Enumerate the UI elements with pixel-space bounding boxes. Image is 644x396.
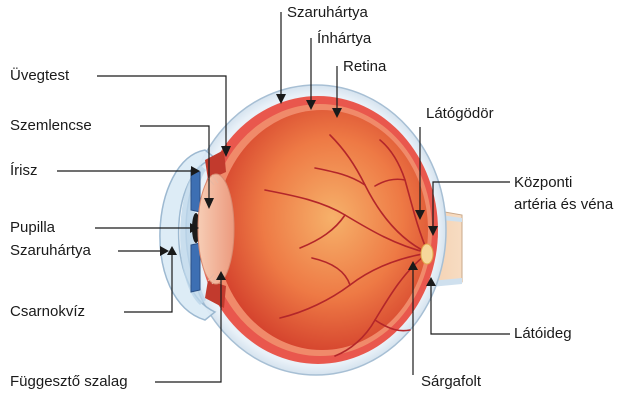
label-cornea-left: Szaruhártya [10, 242, 91, 260]
label-iris: Írisz [10, 162, 38, 180]
label-cornea-top: Szaruhártya [287, 4, 368, 22]
label-macula: Sárgafolt [421, 373, 481, 391]
label-retina: Retina [343, 58, 386, 76]
label-sclera: Ínhártya [317, 30, 371, 48]
optic-disc [421, 244, 433, 264]
label-optic-nerve: Látóideg [514, 325, 572, 343]
label-central-vessels-line1: Központi [514, 174, 572, 192]
label-aqueous-humor: Csarnokvíz [10, 303, 85, 321]
label-vitreous-body: Üvegtest [10, 67, 69, 85]
label-fovea: Látógödör [426, 105, 494, 123]
label-central-vessels-line2: artéria és véna [514, 196, 613, 214]
lens [198, 174, 234, 284]
label-suspensory-ligament: Függesztő szalag [10, 373, 128, 391]
label-pupil: Pupilla [10, 219, 55, 237]
label-lens: Szemlencse [10, 117, 92, 135]
